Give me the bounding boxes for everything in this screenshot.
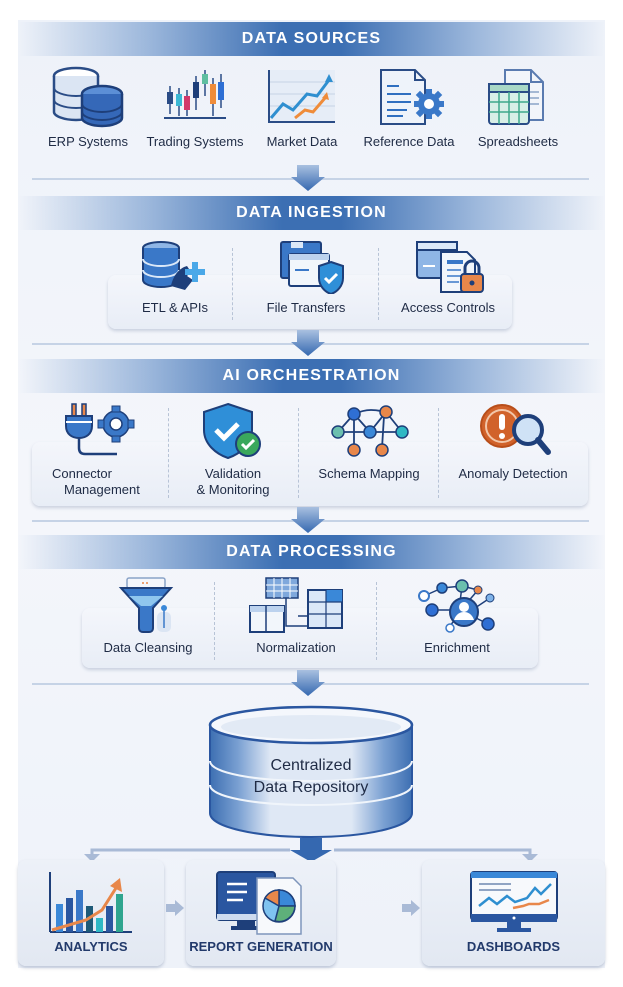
processing-label: Normalization (256, 640, 336, 655)
orchestration-item-schema: Schema Mapping (306, 402, 432, 482)
ingestion-label: Access Controls (401, 300, 495, 315)
source-label: Reference Data (363, 134, 455, 149)
arrow-center-icon (290, 850, 332, 862)
ingestion-item-file-transfers: File Transfers (244, 240, 368, 316)
arrow-left-branch-icon (84, 854, 100, 862)
orchestration-panel (32, 442, 588, 506)
arrow-right-icon (166, 900, 184, 916)
line-chart-icon (268, 70, 335, 123)
label-line: Connector (52, 466, 112, 481)
alert-magnifier-icon (480, 404, 551, 455)
orchestration-label: Anomaly Detection (446, 466, 580, 482)
orchestration-label: Schema Mapping (306, 466, 432, 482)
tables-icon (249, 577, 343, 633)
source-label: Trading Systems (146, 134, 244, 149)
label-line: Validation (204, 466, 262, 481)
processing-item-enrichment: Enrichment (392, 576, 522, 656)
source-label: Market Data (266, 134, 338, 149)
funnel-icon (118, 577, 174, 633)
divider (376, 582, 377, 660)
processing-item-normalization: Normalization (230, 576, 362, 656)
divider (298, 408, 299, 498)
section-header-data-processing: DATA PROCESSING (18, 535, 605, 569)
divider (168, 408, 169, 498)
divider (214, 582, 215, 660)
cylinder-database-icon (208, 705, 414, 839)
processing-label: Data Cleansing (103, 640, 193, 655)
source-item-reference: Reference Data (354, 66, 464, 150)
spreadsheet-icon (488, 69, 544, 125)
source-item-erp: ERP Systems (40, 66, 136, 150)
section-title: AI ORCHESTRATION (222, 367, 401, 384)
ingestion-label: File Transfers (266, 300, 346, 315)
repository-label-line1: Centralized (270, 757, 352, 774)
flow-arrow-down-icon (291, 330, 325, 356)
database-plug-icon (142, 241, 205, 290)
source-item-trading: Trading Systems (140, 66, 250, 150)
orchestration-item-validation: Validation & Monitoring (176, 402, 290, 498)
repository-label-line2: Data Repository (253, 779, 369, 796)
document-gear-icon (380, 69, 444, 125)
source-label: Spreadsheets (477, 134, 559, 149)
label-line: Schema Mapping (318, 466, 420, 481)
output-card-dashboards[interactable]: DASHBOARDS (422, 860, 605, 966)
output-label: REPORT GENERATION (189, 939, 333, 954)
arrow-right-branch-icon (522, 854, 538, 862)
flow-arrow-down-icon (291, 670, 325, 696)
file-shield-icon (280, 241, 344, 294)
section-header-data-sources: DATA SOURCES (18, 22, 605, 56)
source-label: ERP Systems (48, 134, 128, 149)
section-header-ai-orchestration: AI ORCHESTRATION (18, 359, 605, 393)
arrow-right-icon (402, 900, 420, 916)
section-title: DATA INGESTION (236, 204, 387, 221)
ingestion-label: ETL & APIs (142, 300, 208, 315)
label-line: Anomaly Detection (458, 466, 568, 481)
bar-chart-trend-icon (49, 872, 132, 933)
orchestration-item-anomaly: Anomaly Detection (446, 402, 580, 482)
plug-gear-icon (65, 403, 135, 456)
output-card-report-generation[interactable]: REPORT GENERATION (186, 860, 336, 966)
divider (438, 408, 439, 498)
user-network-icon (418, 579, 495, 633)
label-line: Management (64, 482, 140, 497)
divider (232, 248, 233, 320)
central-repository: Centralized Data Repository (206, 703, 416, 843)
monitor-dashboard-icon (469, 871, 558, 932)
output-label: ANALYTICS (54, 939, 128, 954)
ingestion-item-access-controls: Access Controls (388, 240, 508, 316)
source-item-market: Market Data (254, 66, 350, 150)
processing-label: Enrichment (424, 640, 490, 655)
orchestration-label: Validation & Monitoring (176, 466, 290, 498)
orchestration-item-connector: Connector Management (40, 402, 160, 498)
distribution-arrows (84, 838, 538, 862)
source-item-spreadsheets: Spreadsheets (470, 66, 566, 150)
section-title: DATA SOURCES (241, 30, 382, 47)
candlestick-chart-icon (164, 70, 226, 119)
ingestion-item-etl: ETL & APIs (120, 240, 230, 316)
section-title: DATA PROCESSING (226, 543, 397, 560)
output-card-analytics[interactable]: ANALYTICS (18, 860, 164, 966)
label-line: & Monitoring (196, 482, 270, 497)
network-graph-icon (331, 405, 409, 457)
document-lock-icon (416, 241, 484, 293)
section-header-data-ingestion: DATA INGESTION (18, 196, 605, 230)
divider (378, 248, 379, 320)
flow-arrow-down-icon (291, 165, 325, 191)
monitor-report-icon (216, 871, 302, 935)
shield-check-icon (203, 402, 261, 460)
database-icon (52, 66, 124, 128)
orchestration-label: Connector Management (40, 466, 160, 498)
processing-item-cleansing: Data Cleansing (92, 576, 204, 656)
flow-arrow-down-icon (291, 507, 325, 533)
output-label: DASHBOARDS (466, 939, 561, 954)
